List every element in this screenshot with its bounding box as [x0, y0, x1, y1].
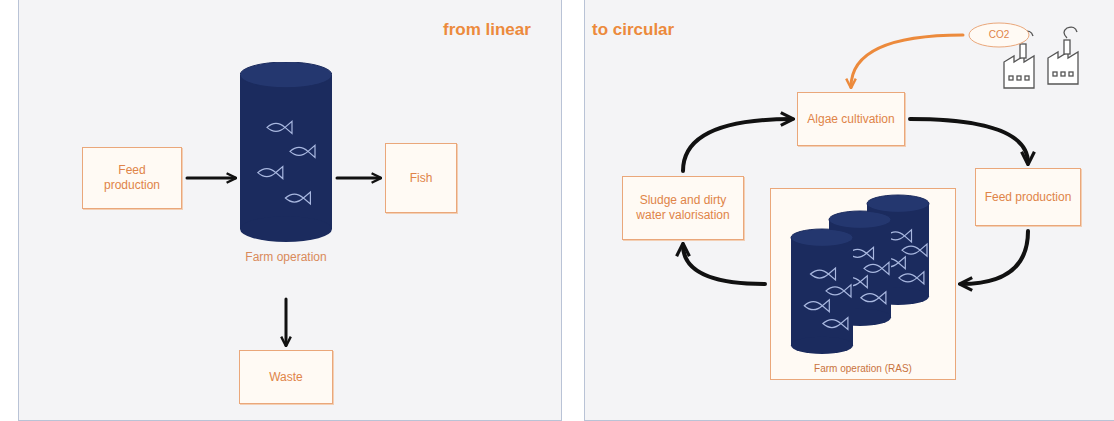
fish-outline: [811, 268, 836, 280]
fish-outline: [861, 292, 886, 304]
fish-outline: [285, 192, 310, 204]
panel-heading: from linear: [443, 20, 531, 40]
tank-top: [791, 229, 853, 246]
gas-label: CO2: [968, 29, 1030, 42]
tank-node: Farm operation: [240, 62, 332, 294]
tank-bottom: [791, 337, 853, 354]
process-box: Algae cultivation: [797, 92, 905, 146]
tank-top: [867, 195, 929, 212]
tank-top: [829, 211, 891, 228]
flow-arrow: [285, 299, 288, 345]
flow-arrow: [187, 177, 235, 180]
process-box: Fish: [385, 143, 457, 213]
node-label: Fish: [410, 171, 433, 186]
process-box: Feed production: [82, 147, 182, 209]
fish-outline: [826, 285, 851, 297]
tanks-illustration: [771, 189, 957, 381]
fish-outline: [899, 272, 924, 284]
window: [1017, 76, 1021, 80]
chimney: [1020, 44, 1026, 58]
tank-illustration: [240, 62, 332, 244]
tank-top: [240, 62, 332, 88]
tank-bottom: [240, 216, 332, 242]
fish-outline: [902, 244, 927, 256]
ellipse-shape: [969, 23, 1029, 47]
smoke: [1064, 27, 1077, 38]
window: [1025, 76, 1029, 80]
flow-arrow: [683, 119, 792, 171]
factory-building: [1004, 56, 1034, 88]
node-label: Algae cultivation: [807, 112, 894, 127]
flow-arrow: [683, 245, 765, 284]
fish-outline: [804, 300, 829, 312]
tank-cylinder: [240, 62, 332, 242]
process-box: Feed production: [975, 168, 1081, 226]
tank-cylinder: [791, 229, 853, 354]
process-box: Waste: [239, 350, 333, 404]
window: [1009, 76, 1013, 80]
fish-outline: [290, 145, 315, 157]
window: [1069, 72, 1073, 76]
fish-outline: [864, 262, 889, 274]
node-label: Feed production: [985, 190, 1072, 205]
tank-body: [791, 238, 853, 346]
fish-outline: [267, 121, 292, 133]
fish-outline: [258, 167, 283, 179]
node-label: Farm operation (RAS): [773, 363, 953, 376]
flow-arrow: [851, 35, 963, 87]
window: [1053, 72, 1057, 76]
process-box: Sludge and dirty water valorisation: [622, 176, 744, 240]
window: [1061, 72, 1065, 76]
flow-arrow: [910, 119, 1028, 163]
panel-heading: to circular: [592, 20, 674, 40]
tank-body: [240, 75, 332, 229]
flow-arrow: [961, 231, 1028, 284]
node-label: Feed production: [89, 163, 175, 193]
gas-ellipse: CO2: [968, 22, 1030, 48]
flow-arrow: [337, 177, 380, 180]
factory-building: [1048, 52, 1078, 84]
ras-box: Farm operation (RAS): [770, 188, 956, 380]
fish-outline: [823, 318, 848, 330]
node-label: Waste: [269, 370, 303, 385]
chimney: [1064, 40, 1070, 54]
node-label: Farm operation: [232, 250, 340, 265]
node-label: Sludge and dirty water valorisation: [629, 193, 737, 223]
